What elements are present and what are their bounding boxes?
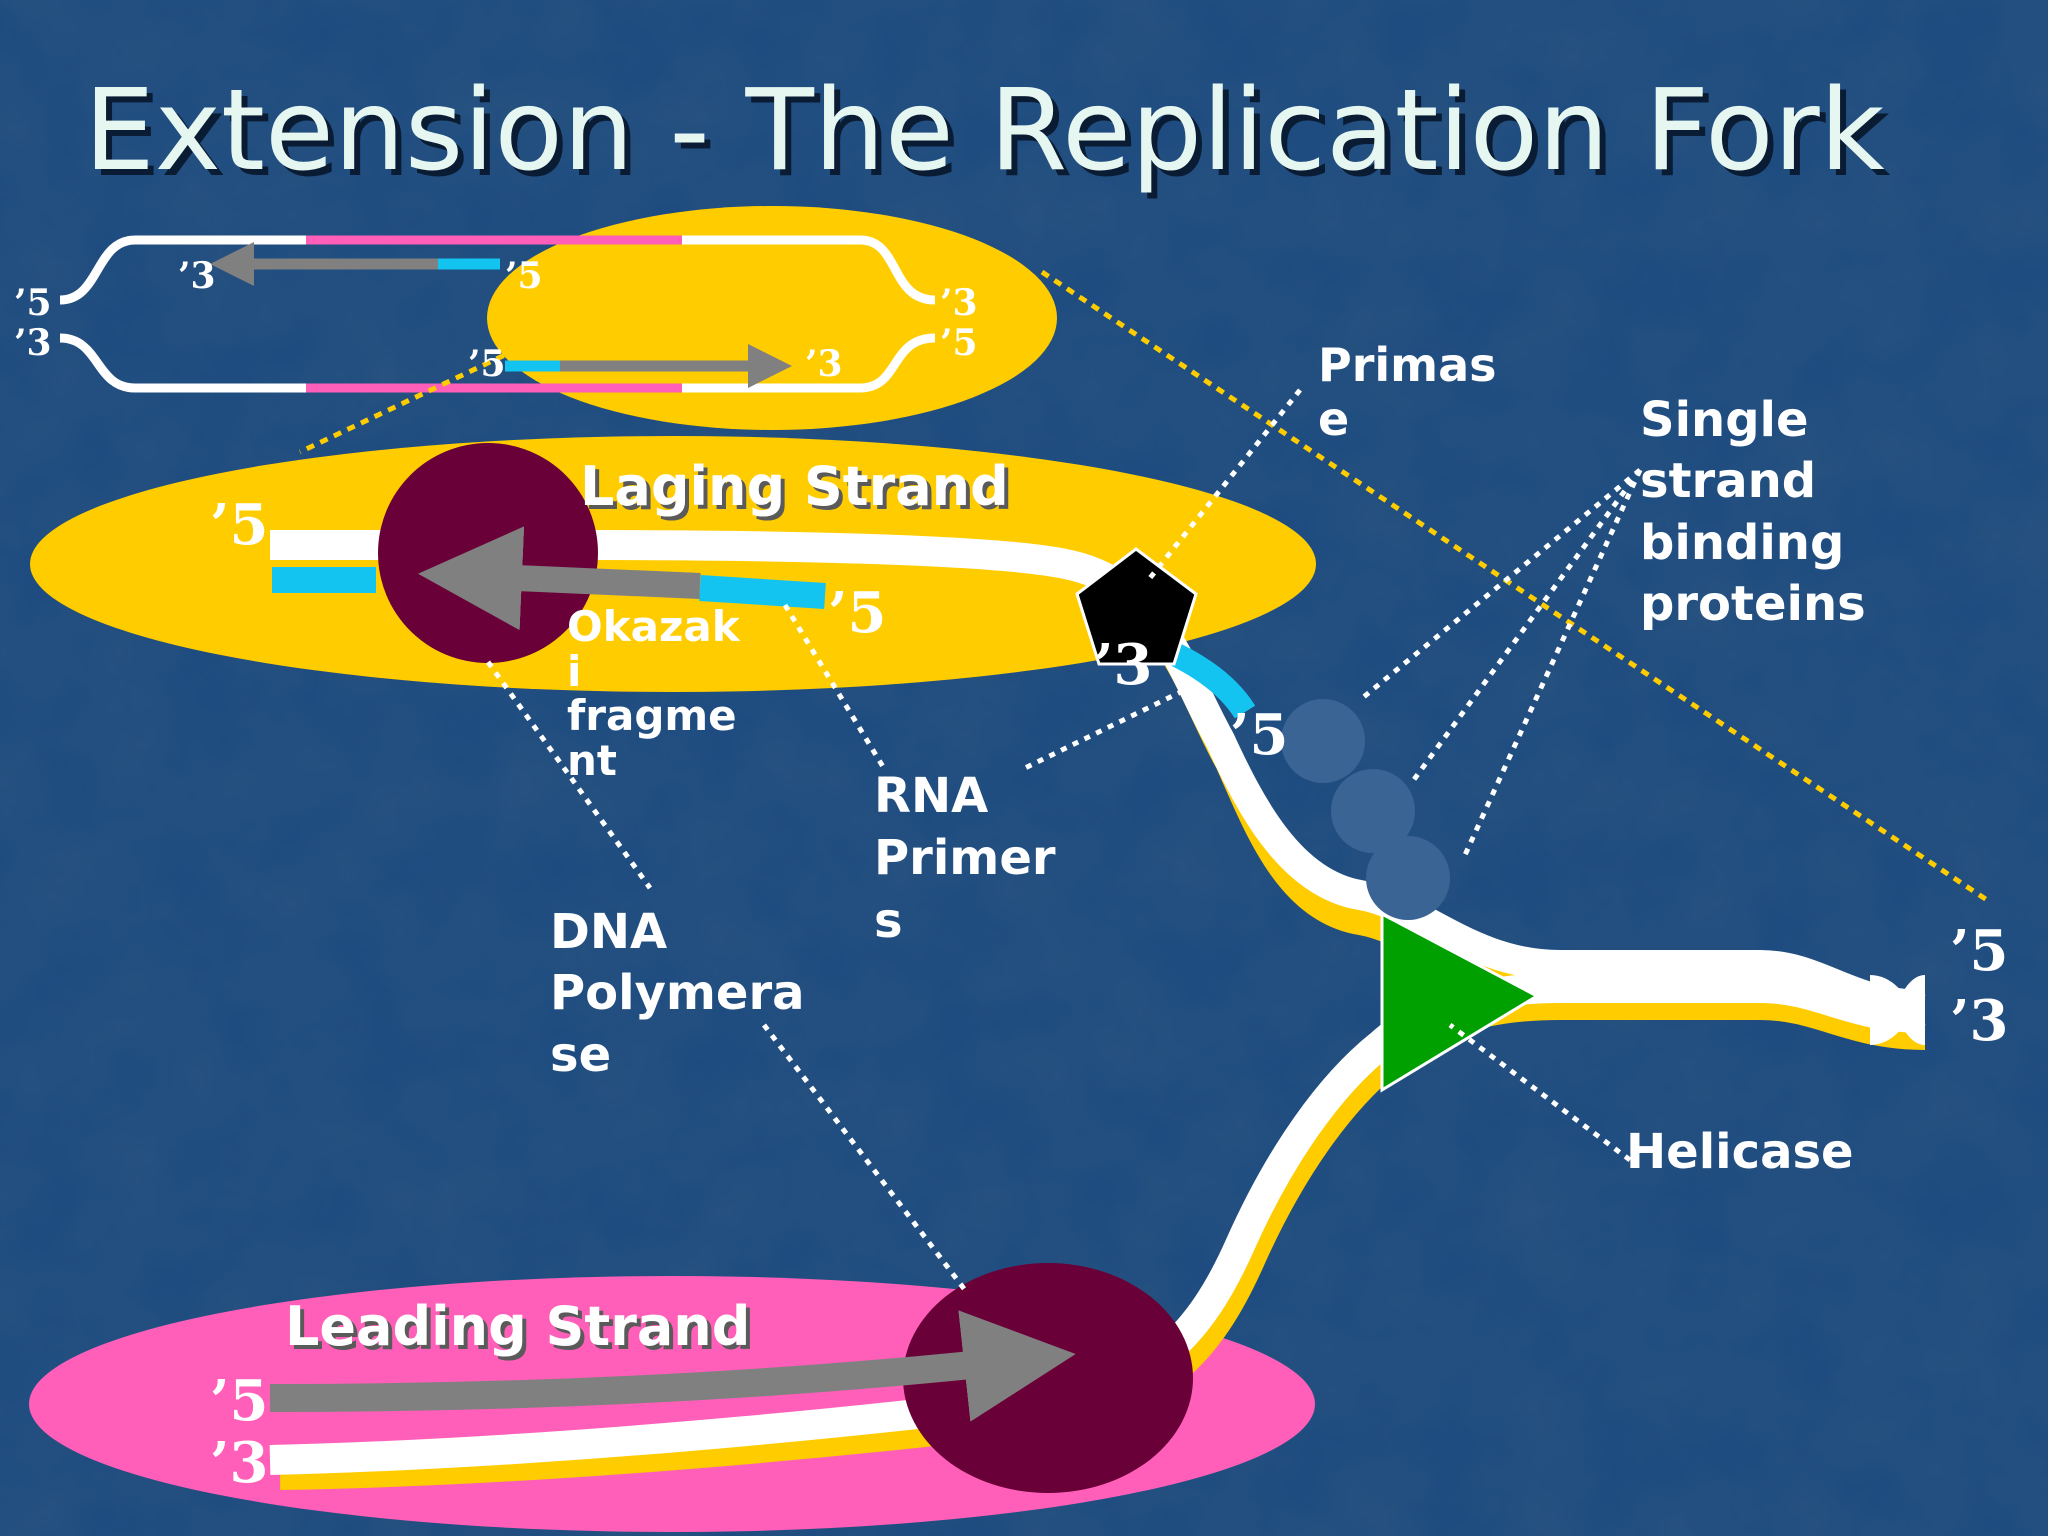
lagging-end-five-fork: ’5	[1230, 702, 1289, 768]
label-primase-line-2: e	[1318, 392, 1350, 447]
label-okazaki-line-2: i	[567, 646, 582, 696]
label-dna-polymerase-line-3: se	[550, 1026, 612, 1083]
inset-end-far-left-bottom: ’3	[14, 322, 52, 364]
zoom-guide-left	[298, 269, 682, 455]
label-rna-primers-line-3: s	[874, 892, 903, 949]
label-helicase: Helicase	[1626, 1124, 1854, 1180]
zoom-guide-right	[1040, 269, 1992, 905]
label-rna-primers-line-2: Primer	[874, 830, 1056, 887]
leading-end-top: ’5	[210, 1368, 269, 1434]
parental-twist	[1868, 975, 1929, 1045]
label-ssb-line-4: proteins	[1640, 576, 1866, 633]
primase-shape	[1075, 547, 1198, 666]
ssb-protein-2	[1331, 769, 1415, 853]
okazaki-primer-right	[699, 575, 826, 609]
parent-end-bottom: ’3	[1950, 988, 2009, 1054]
lagging-end-three: ’3	[1094, 632, 1153, 698]
inset-end-far-right-bottom: ’5	[940, 322, 978, 364]
label-dna-polymerase-line-2: Polymera	[550, 965, 805, 1022]
inset-end-top-left: ’3	[178, 255, 216, 297]
label-okazaki-line-1: Okazak	[567, 602, 740, 651]
template-strands	[269, 530, 1929, 1490]
label-dna-polymerase: DNA Polymera se	[550, 902, 805, 1086]
leading-strand-title: Leading Strand	[285, 1295, 751, 1358]
label-ssb-line-1: Single	[1640, 392, 1809, 448]
inset-replication-bubble	[59, 206, 1057, 430]
inset-end-bottom-left: ’5	[468, 343, 506, 385]
label-okazaki-fragment: Okazak i fragme nt	[567, 602, 740, 785]
label-rna-primers: RNA Primer s	[874, 765, 1056, 952]
lagging-end-primer: ’5	[828, 580, 887, 646]
label-ssb-line-2: strand	[1640, 453, 1817, 510]
label-primase-line-1: Primas	[1318, 338, 1497, 392]
leading-strand-arrow	[269, 1310, 1076, 1422]
lagging-dna-polymerase	[378, 443, 598, 663]
slide-title: Extension - The Replication Fork	[84, 66, 1885, 196]
pointer-lines	[485, 388, 1643, 1292]
label-rna-primers-line-1: RNA	[874, 768, 989, 824]
parent-end-top: ’5	[1950, 918, 2009, 984]
label-ssb-line-3: binding	[1640, 514, 1845, 571]
okazaki-fragment-arrow	[418, 526, 701, 631]
helicase-shape	[1380, 911, 1541, 1093]
inset-fork-highlight	[487, 206, 1057, 430]
inset-end-bottom-right: ’3	[805, 343, 843, 385]
label-primase: Primas e	[1318, 338, 1497, 447]
label-single-strand-binding-proteins: Single strand binding proteins	[1640, 390, 1866, 636]
inset-end-far-left-top: ’5	[14, 282, 52, 324]
leading-end-bottom: ’3	[210, 1430, 269, 1496]
inset-top-strand	[59, 235, 936, 305]
ssb-protein-3	[1366, 836, 1450, 920]
lagging-strand-title: Laging Strand	[580, 455, 1009, 518]
inset-end-far-right-top: ’3	[940, 282, 978, 324]
label-okazaki-line-4: nt	[567, 735, 617, 785]
inset-end-top-right: ’5	[505, 255, 543, 297]
lagging-end-left: ’5	[210, 492, 269, 558]
label-dna-polymerase-line-1: DNA	[550, 904, 668, 960]
ssb-protein-1	[1281, 699, 1365, 783]
label-okazaki-line-3: fragme	[567, 691, 737, 741]
